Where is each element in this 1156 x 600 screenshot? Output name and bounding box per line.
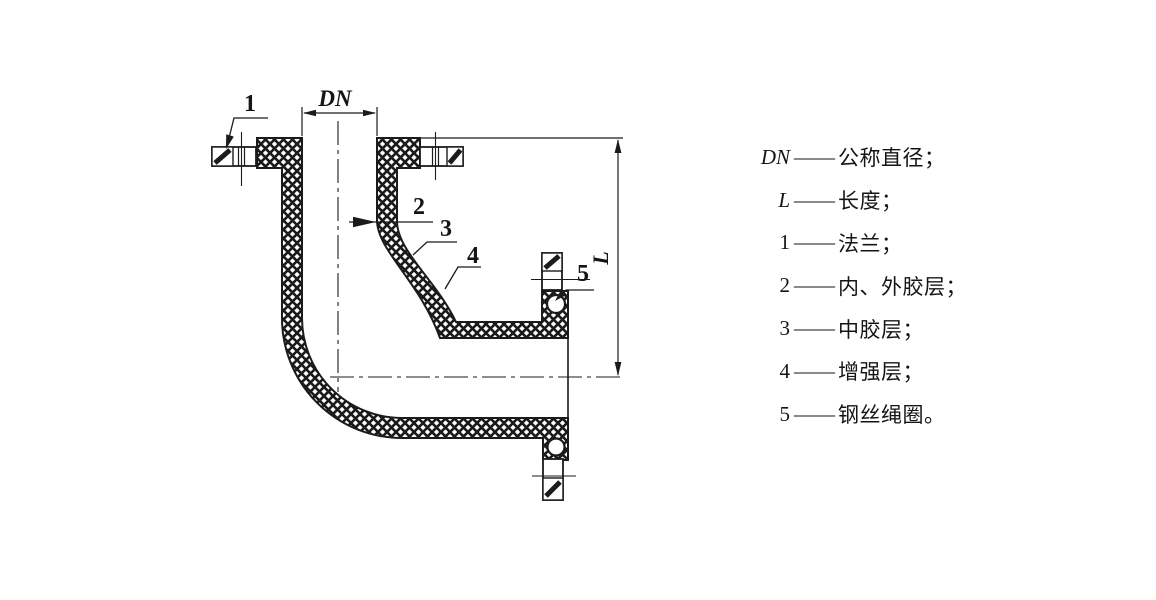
- legend-row-1: 1 —— 法兰；: [748, 222, 1008, 265]
- legend-dash: ——: [794, 273, 835, 298]
- arrowhead: [614, 139, 622, 153]
- legend-symbol: 1: [779, 230, 791, 255]
- legend-dash: ——: [794, 187, 835, 212]
- hatch-stroke: [213, 148, 232, 165]
- legend-symbol: L: [778, 187, 790, 212]
- inner-wall-section: [376, 137, 569, 339]
- arrowhead: [226, 134, 234, 149]
- hatch-stroke: [544, 480, 562, 498]
- figure-label-5: 5: [577, 261, 589, 287]
- figure-label-4: 4: [467, 243, 479, 269]
- legend-desc: 长度；: [838, 189, 903, 214]
- figure-label-3: 3: [440, 216, 452, 242]
- legend-row-l: L —— 长度；: [748, 179, 1008, 222]
- legend-desc: 内、外胶层；: [838, 274, 967, 299]
- legend-dash: ——: [794, 230, 835, 255]
- legend-symbol: 4: [779, 358, 791, 383]
- figure-label-l: L: [588, 251, 613, 265]
- legend-desc: 公称直径；: [838, 146, 946, 171]
- figure-label-dn: DN: [318, 86, 352, 111]
- legend-dash: ——: [794, 316, 835, 341]
- legend-row-2: 2 —— 内、外胶层；: [748, 264, 1008, 307]
- arrowhead: [614, 362, 622, 376]
- legend-dash: ——: [794, 401, 835, 426]
- wire-rope-ring-lower: [546, 437, 566, 457]
- legend-symbol: 3: [779, 316, 791, 341]
- legend-row-dn: DN —— 公称直径；: [748, 136, 1008, 179]
- leader-4: [444, 266, 481, 290]
- legend: DN —— 公称直径； L —— 长度； 1 —— 法兰； 2 —— 内、外胶层…: [748, 136, 1008, 436]
- arrowhead: [363, 109, 376, 117]
- leader-3: [412, 241, 457, 256]
- legend-row-5: 5 —— 钢丝绳圈。: [748, 393, 1008, 436]
- figure-label-2: 2: [413, 194, 425, 220]
- arrowhead: [353, 216, 376, 228]
- legend-desc: 法兰；: [838, 231, 903, 256]
- hatch-stroke: [543, 254, 561, 270]
- part-leaders: [226, 117, 594, 301]
- legend-desc: 中胶层；: [838, 317, 924, 342]
- rubber-pipe-walls: [256, 137, 569, 461]
- legend-row-3: 3 —— 中胶层；: [748, 307, 1008, 350]
- legend-row-4: 4 —— 增强层；: [748, 350, 1008, 393]
- dn-dimension: [301, 107, 378, 136]
- legend-symbol: DN: [760, 144, 790, 169]
- legend-desc: 钢丝绳圈。: [838, 403, 946, 428]
- legend-symbol: 5: [779, 401, 791, 426]
- outer-wall-section: [256, 137, 569, 461]
- flange-metal-rings: [211, 132, 590, 501]
- centerlines: [330, 121, 625, 392]
- legend-desc: 增强层；: [838, 360, 924, 385]
- figure-label-1: 1: [244, 91, 256, 117]
- l-dimension: [420, 137, 623, 376]
- legend-dash: ——: [794, 358, 835, 383]
- arrowhead: [303, 109, 316, 117]
- wire-rope-ring-upper: [545, 293, 567, 315]
- hatch-stroke: [447, 148, 463, 165]
- legend-dash: ——: [794, 144, 835, 169]
- arrowhead: [555, 289, 567, 301]
- legend-symbol: 2: [779, 273, 791, 298]
